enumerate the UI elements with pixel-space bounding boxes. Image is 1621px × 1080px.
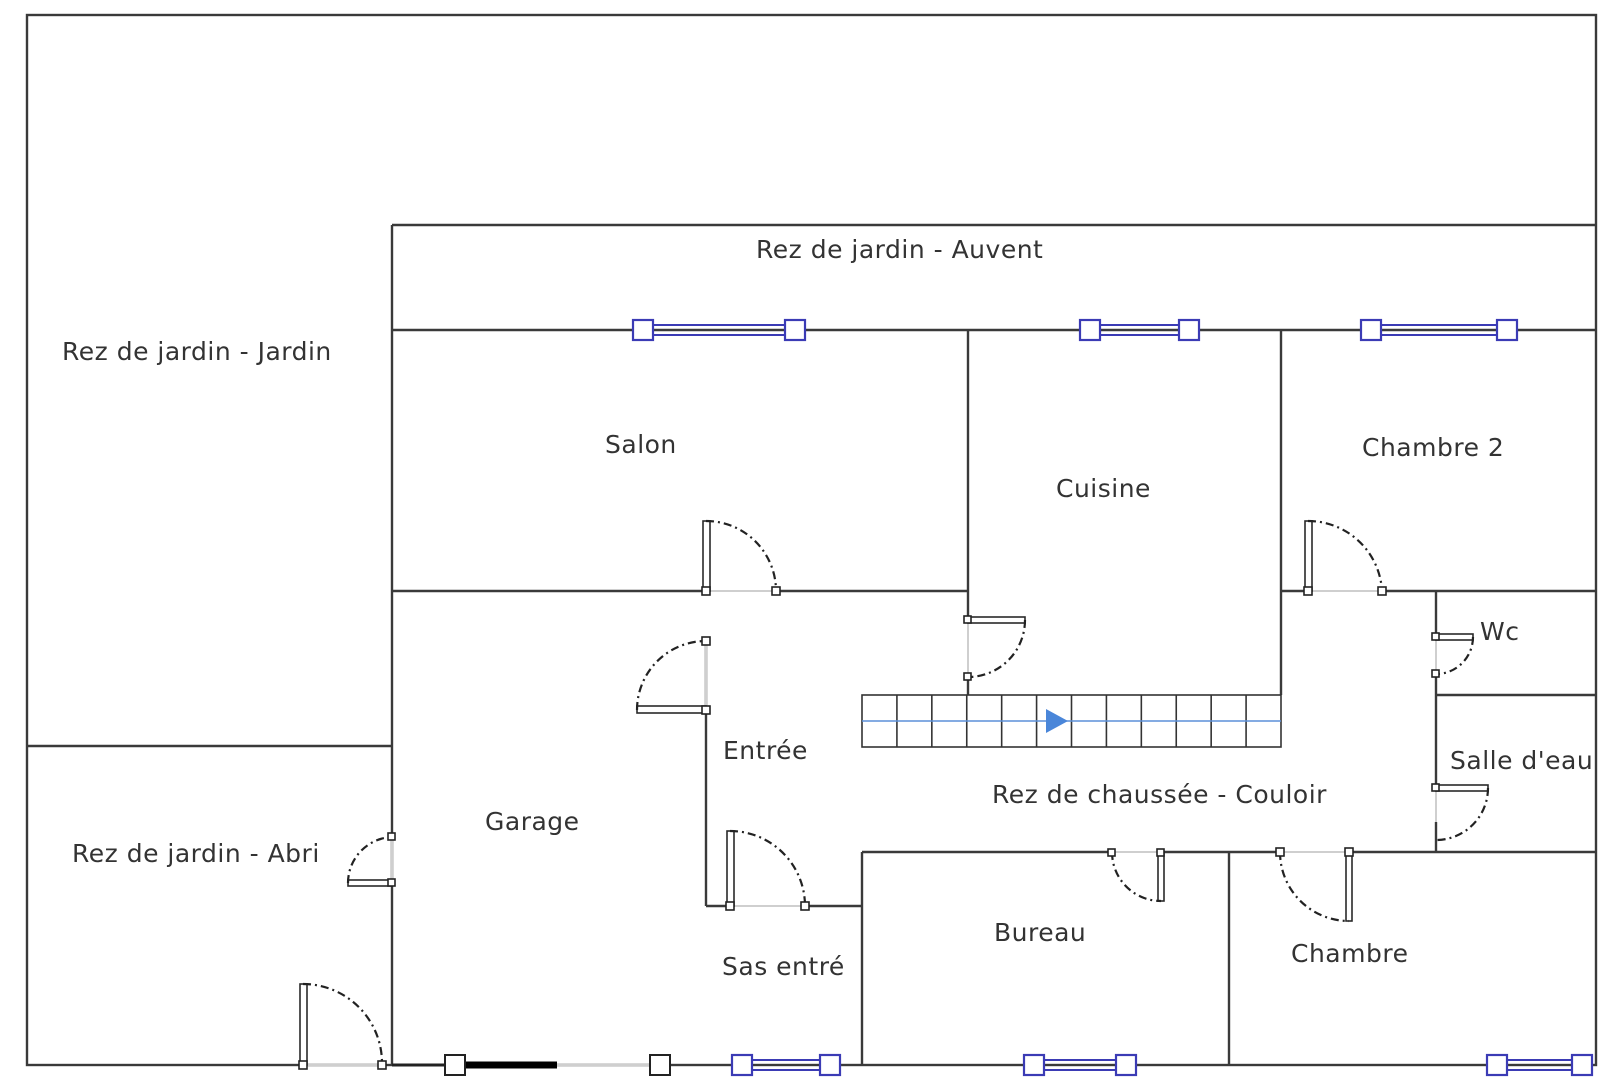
label-sas: Sas entré <box>722 952 845 981</box>
label-abri: Rez de jardin - Abri <box>72 839 320 868</box>
label-jardin: Rez de jardin - Jardin <box>62 337 332 366</box>
label-bureau: Bureau <box>994 918 1086 947</box>
staircase[interactable] <box>861 694 1282 748</box>
walls <box>25 13 1598 1067</box>
window-salon[interactable] <box>631 318 807 342</box>
door-openings <box>303 590 1437 1066</box>
door-exterior-abri[interactable] <box>298 982 387 1070</box>
label-salle-eau: Salle d'eau <box>1450 746 1593 775</box>
label-salon: Salon <box>605 430 677 459</box>
door-salon[interactable] <box>701 519 781 596</box>
door-wc[interactable] <box>1431 632 1475 678</box>
door-chambre2[interactable] <box>1303 519 1387 596</box>
window-sas[interactable] <box>730 1053 842 1077</box>
room-labels: Rez de jardin - Jardin Rez de jardin - A… <box>62 235 1593 981</box>
label-couloir: Rez de chaussée - Couloir <box>992 780 1327 809</box>
label-chambre2: Chambre 2 <box>1362 433 1504 462</box>
window-bureau[interactable] <box>1022 1053 1138 1077</box>
window-cuisine[interactable] <box>1078 318 1201 342</box>
door-garage-entree[interactable] <box>635 636 711 715</box>
door-cuisine[interactable] <box>963 615 1027 681</box>
door-salle-eau[interactable] <box>1431 783 1490 842</box>
label-entree: Entrée <box>723 736 808 765</box>
garage-door[interactable] <box>392 1054 671 1076</box>
door-chambre[interactable] <box>1275 847 1354 923</box>
label-auvent: Rez de jardin - Auvent <box>756 235 1043 264</box>
door-sas[interactable] <box>725 829 810 911</box>
door-bureau[interactable] <box>1107 848 1165 903</box>
stair-direction-arrow-icon <box>1046 709 1068 733</box>
window-chambre2[interactable] <box>1359 318 1519 342</box>
label-wc: Wc <box>1480 617 1519 646</box>
window-chambre[interactable] <box>1485 1053 1594 1077</box>
label-chambre: Chambre <box>1291 939 1408 968</box>
label-cuisine: Cuisine <box>1056 474 1151 503</box>
door-abri[interactable] <box>346 832 396 887</box>
label-garage: Garage <box>485 807 580 836</box>
